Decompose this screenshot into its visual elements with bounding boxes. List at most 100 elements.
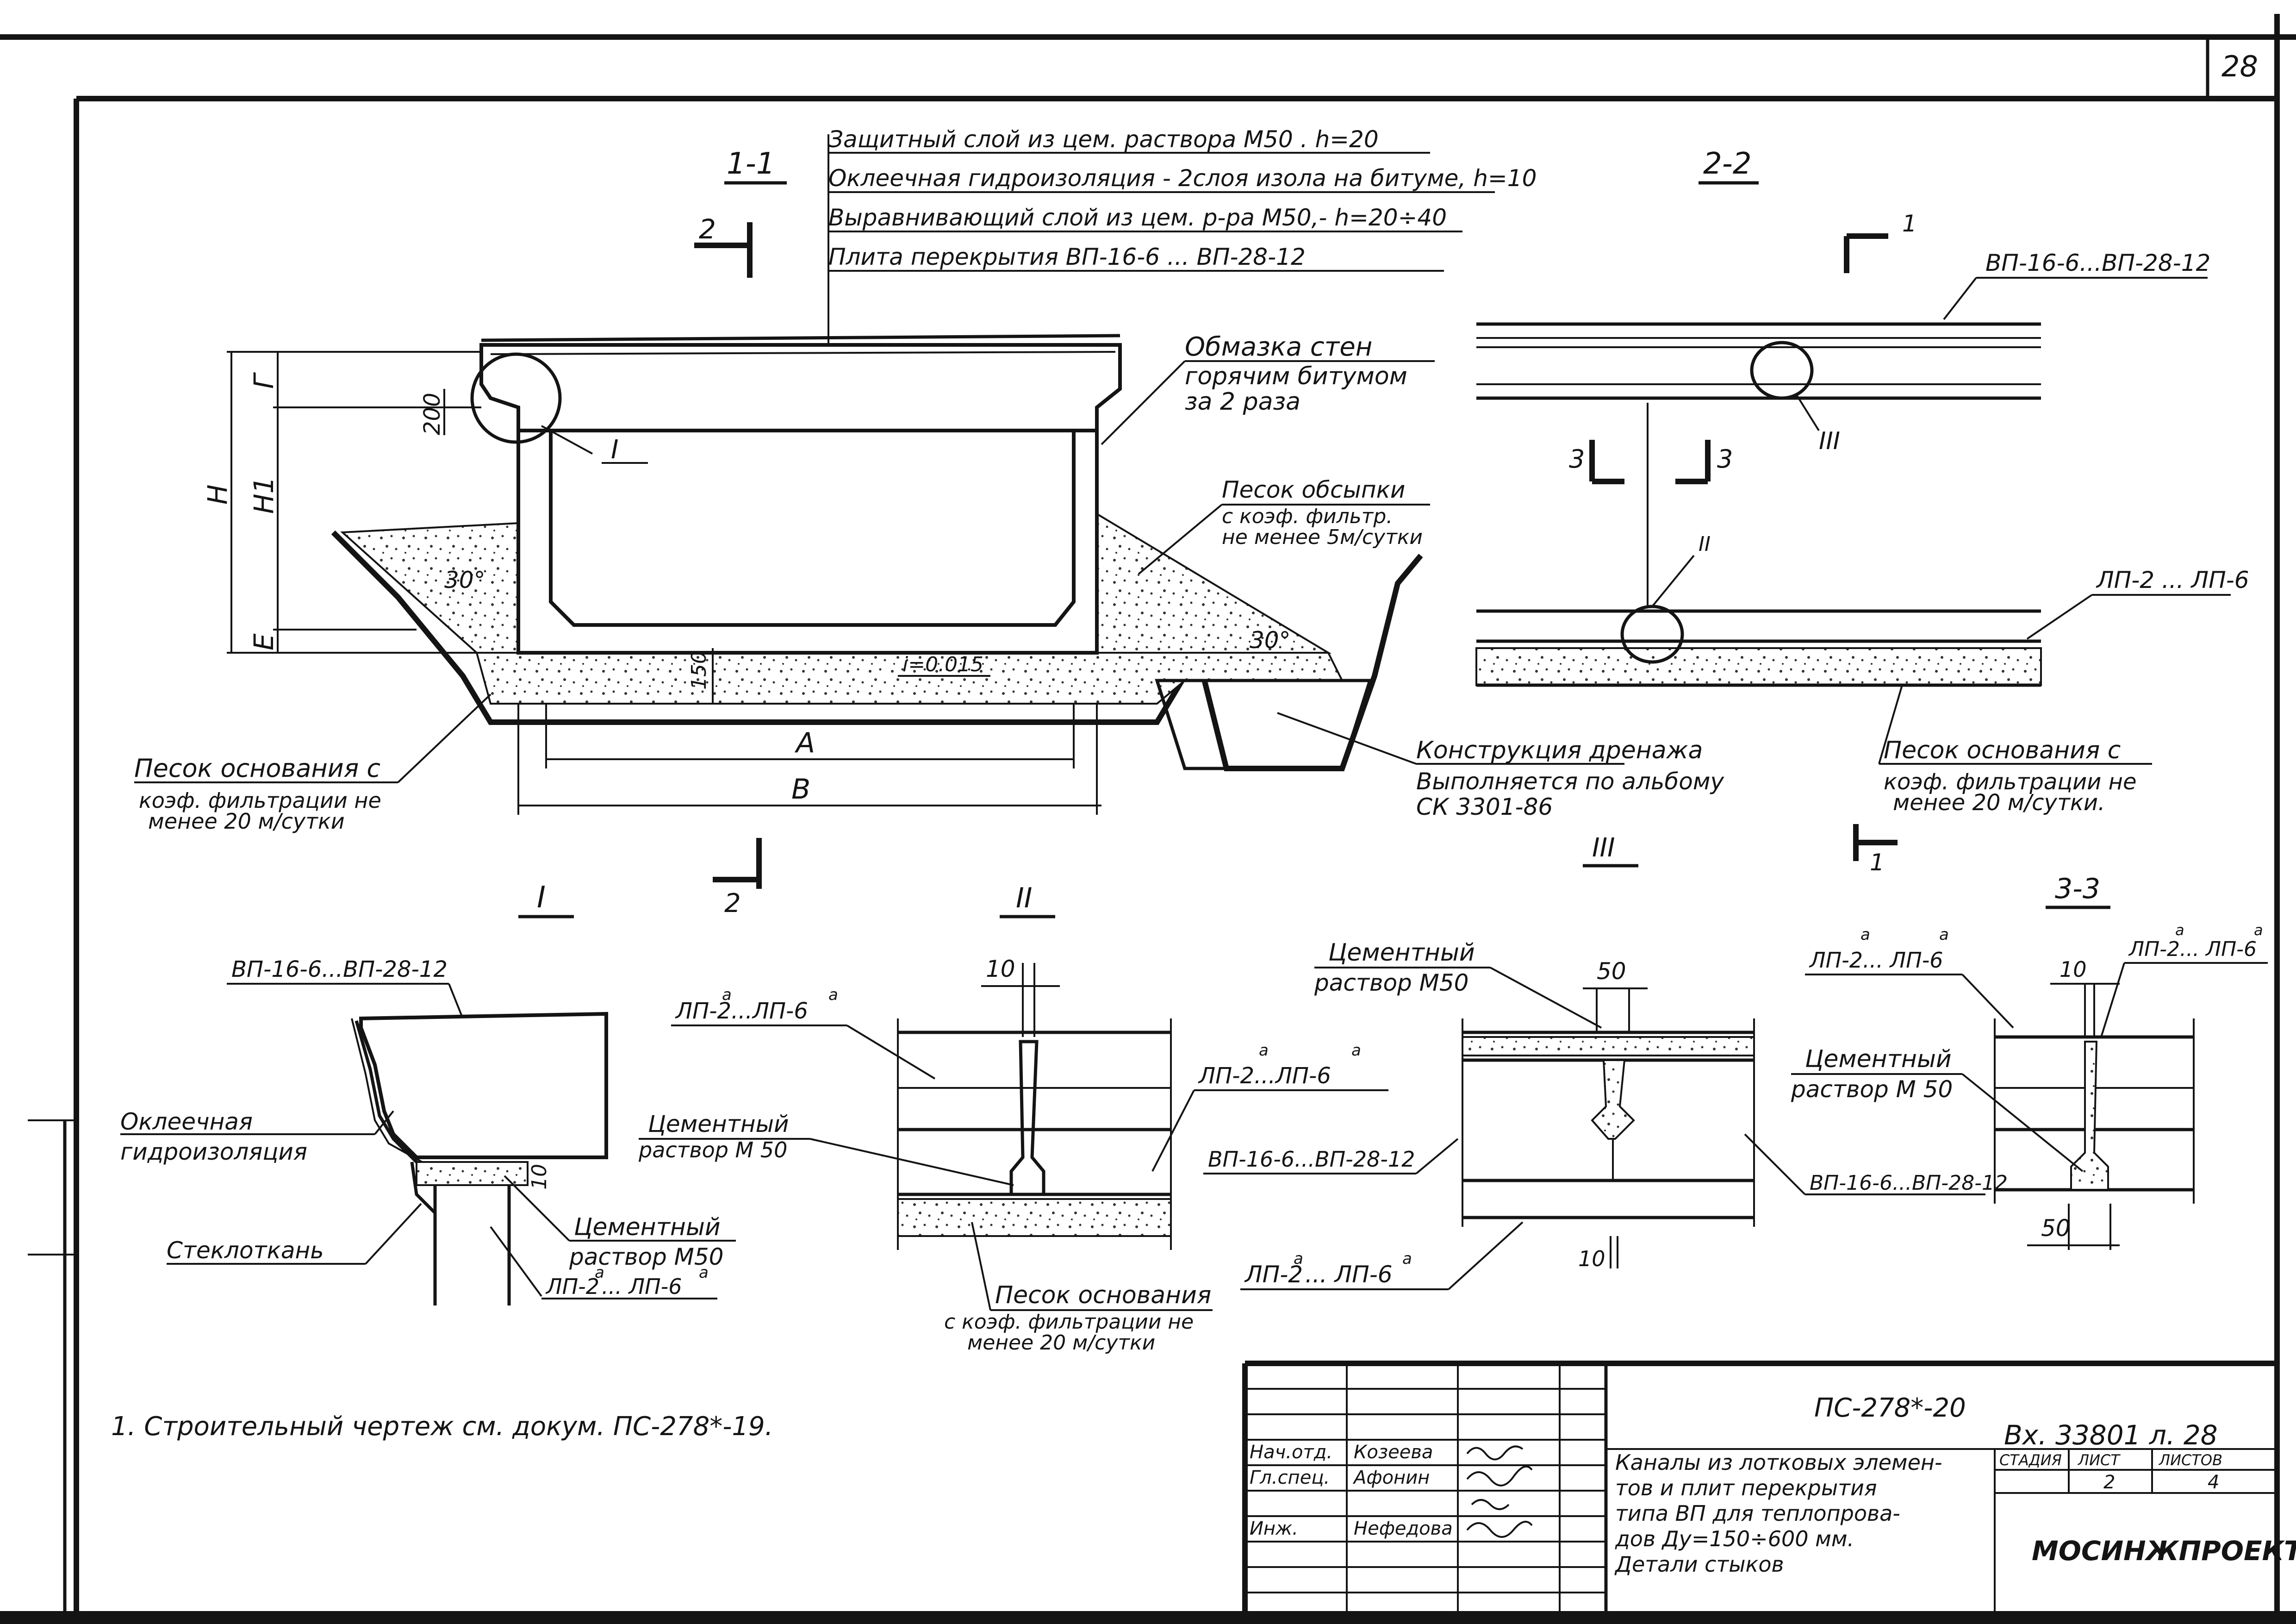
detail-I-fiberglass-label: Стеклоткань bbox=[167, 1237, 324, 1264]
detail-3-3-tray-right: ЛП-2... ЛП-6 bbox=[2128, 937, 2257, 961]
tb-sheet-header: ЛИСТ bbox=[2078, 1451, 2121, 1469]
detail-I-slab-label: ВП-16-6...ВП-28-12 bbox=[231, 956, 448, 982]
detail-3-3-tray-left: ЛП-2... ЛП-6 bbox=[1809, 948, 1943, 973]
dim-150: 150 bbox=[687, 651, 711, 690]
section-2-2-sand-note-1: Песок основания с bbox=[1884, 737, 2121, 764]
section-mark-2-top-label: 2 bbox=[699, 213, 716, 245]
detail-III-slab bbox=[1462, 1018, 1755, 1227]
tb-sheets-value: 4 bbox=[2208, 1472, 2219, 1493]
tb-role-1: Нач.отд. bbox=[1250, 1442, 1332, 1463]
section-2-2-sand-note-3: менее 20 м/сутки. bbox=[1893, 790, 2105, 816]
detail-I-tray-label: ЛП-2 bbox=[545, 1274, 599, 1299]
detail-II-dim-10: 10 bbox=[986, 956, 1015, 982]
detail-II-slab-label: ВП-16-6...ВП-28-12 bbox=[1208, 1147, 1415, 1172]
detail-I-slab bbox=[351, 1012, 608, 1168]
section-mark-2-bottom bbox=[713, 838, 762, 889]
backfill-note-1: Песок обсыпки bbox=[1222, 476, 1405, 503]
dim-H1: Н1 bbox=[248, 476, 280, 514]
callout-circle-III bbox=[1750, 341, 1814, 400]
coating-note-3: за 2 раза bbox=[1185, 388, 1300, 416]
section-mark-3 bbox=[1589, 440, 1711, 484]
detail-III-tray-sup2: а bbox=[1402, 1249, 1412, 1268]
tb-desc-4: дов Ду=150÷600 мм. bbox=[1615, 1526, 1854, 1551]
tb-desc-2: тов и плит перекрытия bbox=[1615, 1475, 1877, 1500]
backfill-note-3: не менее 5м/сутки bbox=[1222, 525, 1423, 549]
detail-I-tray2-sup: а bbox=[699, 1263, 709, 1282]
detail-II-tray-top-sup1: а bbox=[722, 986, 732, 1004]
detail-II-sand-note-2: с коэф. фильтрации не bbox=[944, 1310, 1194, 1334]
base-sand-note-3: менее 20 м/сутки bbox=[148, 809, 345, 834]
detail-III: III Цементный раствор М50 50 10 ЛП-2 а .… bbox=[1240, 833, 2008, 1290]
callout-III-label: III bbox=[1819, 427, 1840, 455]
detail-II-sand-note-1: Песок основания bbox=[995, 1281, 1211, 1309]
tb-name-2: Афонин bbox=[1352, 1467, 1430, 1488]
detail-III-tray-sup1: а bbox=[1294, 1249, 1303, 1268]
tb-desc-5: Детали стыков bbox=[1614, 1552, 1784, 1577]
detail-III-dim-50: 50 bbox=[1597, 958, 1626, 985]
slope-label: i=0.015 bbox=[902, 653, 983, 676]
section-mark-1 bbox=[1844, 233, 1898, 861]
detail-II-mortar-1: Цементный bbox=[648, 1111, 789, 1137]
tb-desc-3: типа ВП для теплопрова- bbox=[1615, 1501, 1900, 1526]
detail-3-3-tray-left-sup1: а bbox=[1860, 925, 1870, 944]
section-2-2-tray-label: ЛП-2 ... ЛП-6 bbox=[2096, 567, 2249, 593]
layer-leaders bbox=[828, 134, 1495, 366]
detail-III-dim-10: 10 bbox=[1578, 1246, 1605, 1271]
coating-note-2: горячим битумом bbox=[1185, 362, 1407, 390]
detail-II: II 10 ЛП-2...ЛП-6 а а ЛП-2...ЛП-6 а а Це… bbox=[638, 882, 1459, 1355]
tb-desc-1: Каналы из лотковых элемен- bbox=[1615, 1450, 1942, 1475]
detail-I: I ВП-16-6...ВП-28-12 10 Оклеечная гидрои… bbox=[120, 881, 736, 1305]
tb-code: ПС-278*-20 bbox=[1814, 1393, 1966, 1423]
callout-circle-I bbox=[470, 352, 562, 444]
callout-I-label: I bbox=[611, 435, 619, 465]
slab-section-1-1 bbox=[479, 334, 1122, 432]
detail-III-mortar-1: Цементный bbox=[1328, 939, 1475, 967]
sheet-frame bbox=[0, 14, 2296, 1624]
dim-B: В bbox=[791, 773, 810, 806]
tb-sheets-header: ЛИСТОВ bbox=[2159, 1451, 2222, 1469]
general-note: 1. Строительный чертеж см. докум. ПС-278… bbox=[111, 1412, 773, 1442]
title-block: ПС-278*-20 Вх. 33801 л. 28 Нач.отд. Козе… bbox=[1242, 1361, 2296, 1611]
detail-II-tray-top-sup2: а bbox=[828, 986, 838, 1004]
detail-3-3-dim-50: 50 bbox=[2041, 1215, 2071, 1242]
detail-I-tray-sup: а bbox=[595, 1263, 604, 1282]
section-mark-2-top bbox=[694, 222, 753, 278]
dim-E: Е bbox=[248, 633, 280, 650]
dim-G: Г bbox=[248, 372, 280, 389]
tb-name-4: Нефедова bbox=[1354, 1518, 1453, 1539]
tb-signatures bbox=[1466, 1445, 1533, 1538]
section-2-2-tray bbox=[1476, 403, 2041, 643]
tb-name-1: Козеева bbox=[1354, 1442, 1433, 1463]
detail-3-3-dim-10: 10 bbox=[2060, 957, 2087, 982]
detail-III-mortar-2: раствор М50 bbox=[1314, 969, 1468, 996]
base-sand-note-2: коэф. фильтрации не bbox=[139, 788, 381, 813]
detail-3-3-strips bbox=[1994, 1018, 2195, 1204]
detail-III-title: III bbox=[1592, 833, 1615, 863]
layer-2-label: Оклеечная гидроизоляция - 2слоя изола на… bbox=[828, 165, 1537, 192]
detail-3-3-tray-right-sup2: а bbox=[2254, 921, 2263, 939]
detail-III-slab-right: ВП-16-6...ВП-28-12 bbox=[1810, 1171, 2008, 1195]
detail-III-tray-bottom: ЛП-2 bbox=[1244, 1261, 1303, 1288]
drain-trench bbox=[1155, 679, 1372, 770]
tb-inventory: Вх. 33801 л. 28 bbox=[2004, 1419, 2218, 1451]
dim-H: Н bbox=[202, 484, 233, 505]
section-2-2-title: 2-2 bbox=[1703, 147, 1752, 181]
angle-right: 30° bbox=[1250, 627, 1291, 654]
detail-3-3-tray-right-sup1: а bbox=[2175, 921, 2184, 939]
detail-II-sand-note-3: менее 20 м/сутки bbox=[967, 1331, 1155, 1355]
section-2-2-sand bbox=[1475, 647, 2042, 686]
coating-note-1: Обмазка стен bbox=[1185, 332, 1372, 362]
detail-I-mortar-2: раствор М50 bbox=[569, 1243, 723, 1270]
drain-note-1: Конструкция дренажа bbox=[1416, 737, 1703, 764]
drain-note-3: СК 3301-86 bbox=[1416, 793, 1553, 820]
detail-I-tray-label-2: ... ЛП-6 bbox=[602, 1274, 682, 1299]
detail-II-mortar-2: раствор М 50 bbox=[638, 1137, 787, 1162]
section-mark-1-bottom: 1 bbox=[1870, 849, 1885, 876]
section-mark-1-top: 1 bbox=[1902, 210, 1917, 237]
dim-A: А bbox=[794, 727, 815, 759]
base-sand-note-1: Песок основания с bbox=[134, 754, 380, 783]
layer-4-label: Плита перекрытия ВП-16-6 ... ВП-28-12 bbox=[828, 244, 1306, 270]
callout-II-label: II bbox=[1699, 532, 1711, 556]
detail-I-waterproof-2: гидроизоляция bbox=[120, 1138, 307, 1165]
